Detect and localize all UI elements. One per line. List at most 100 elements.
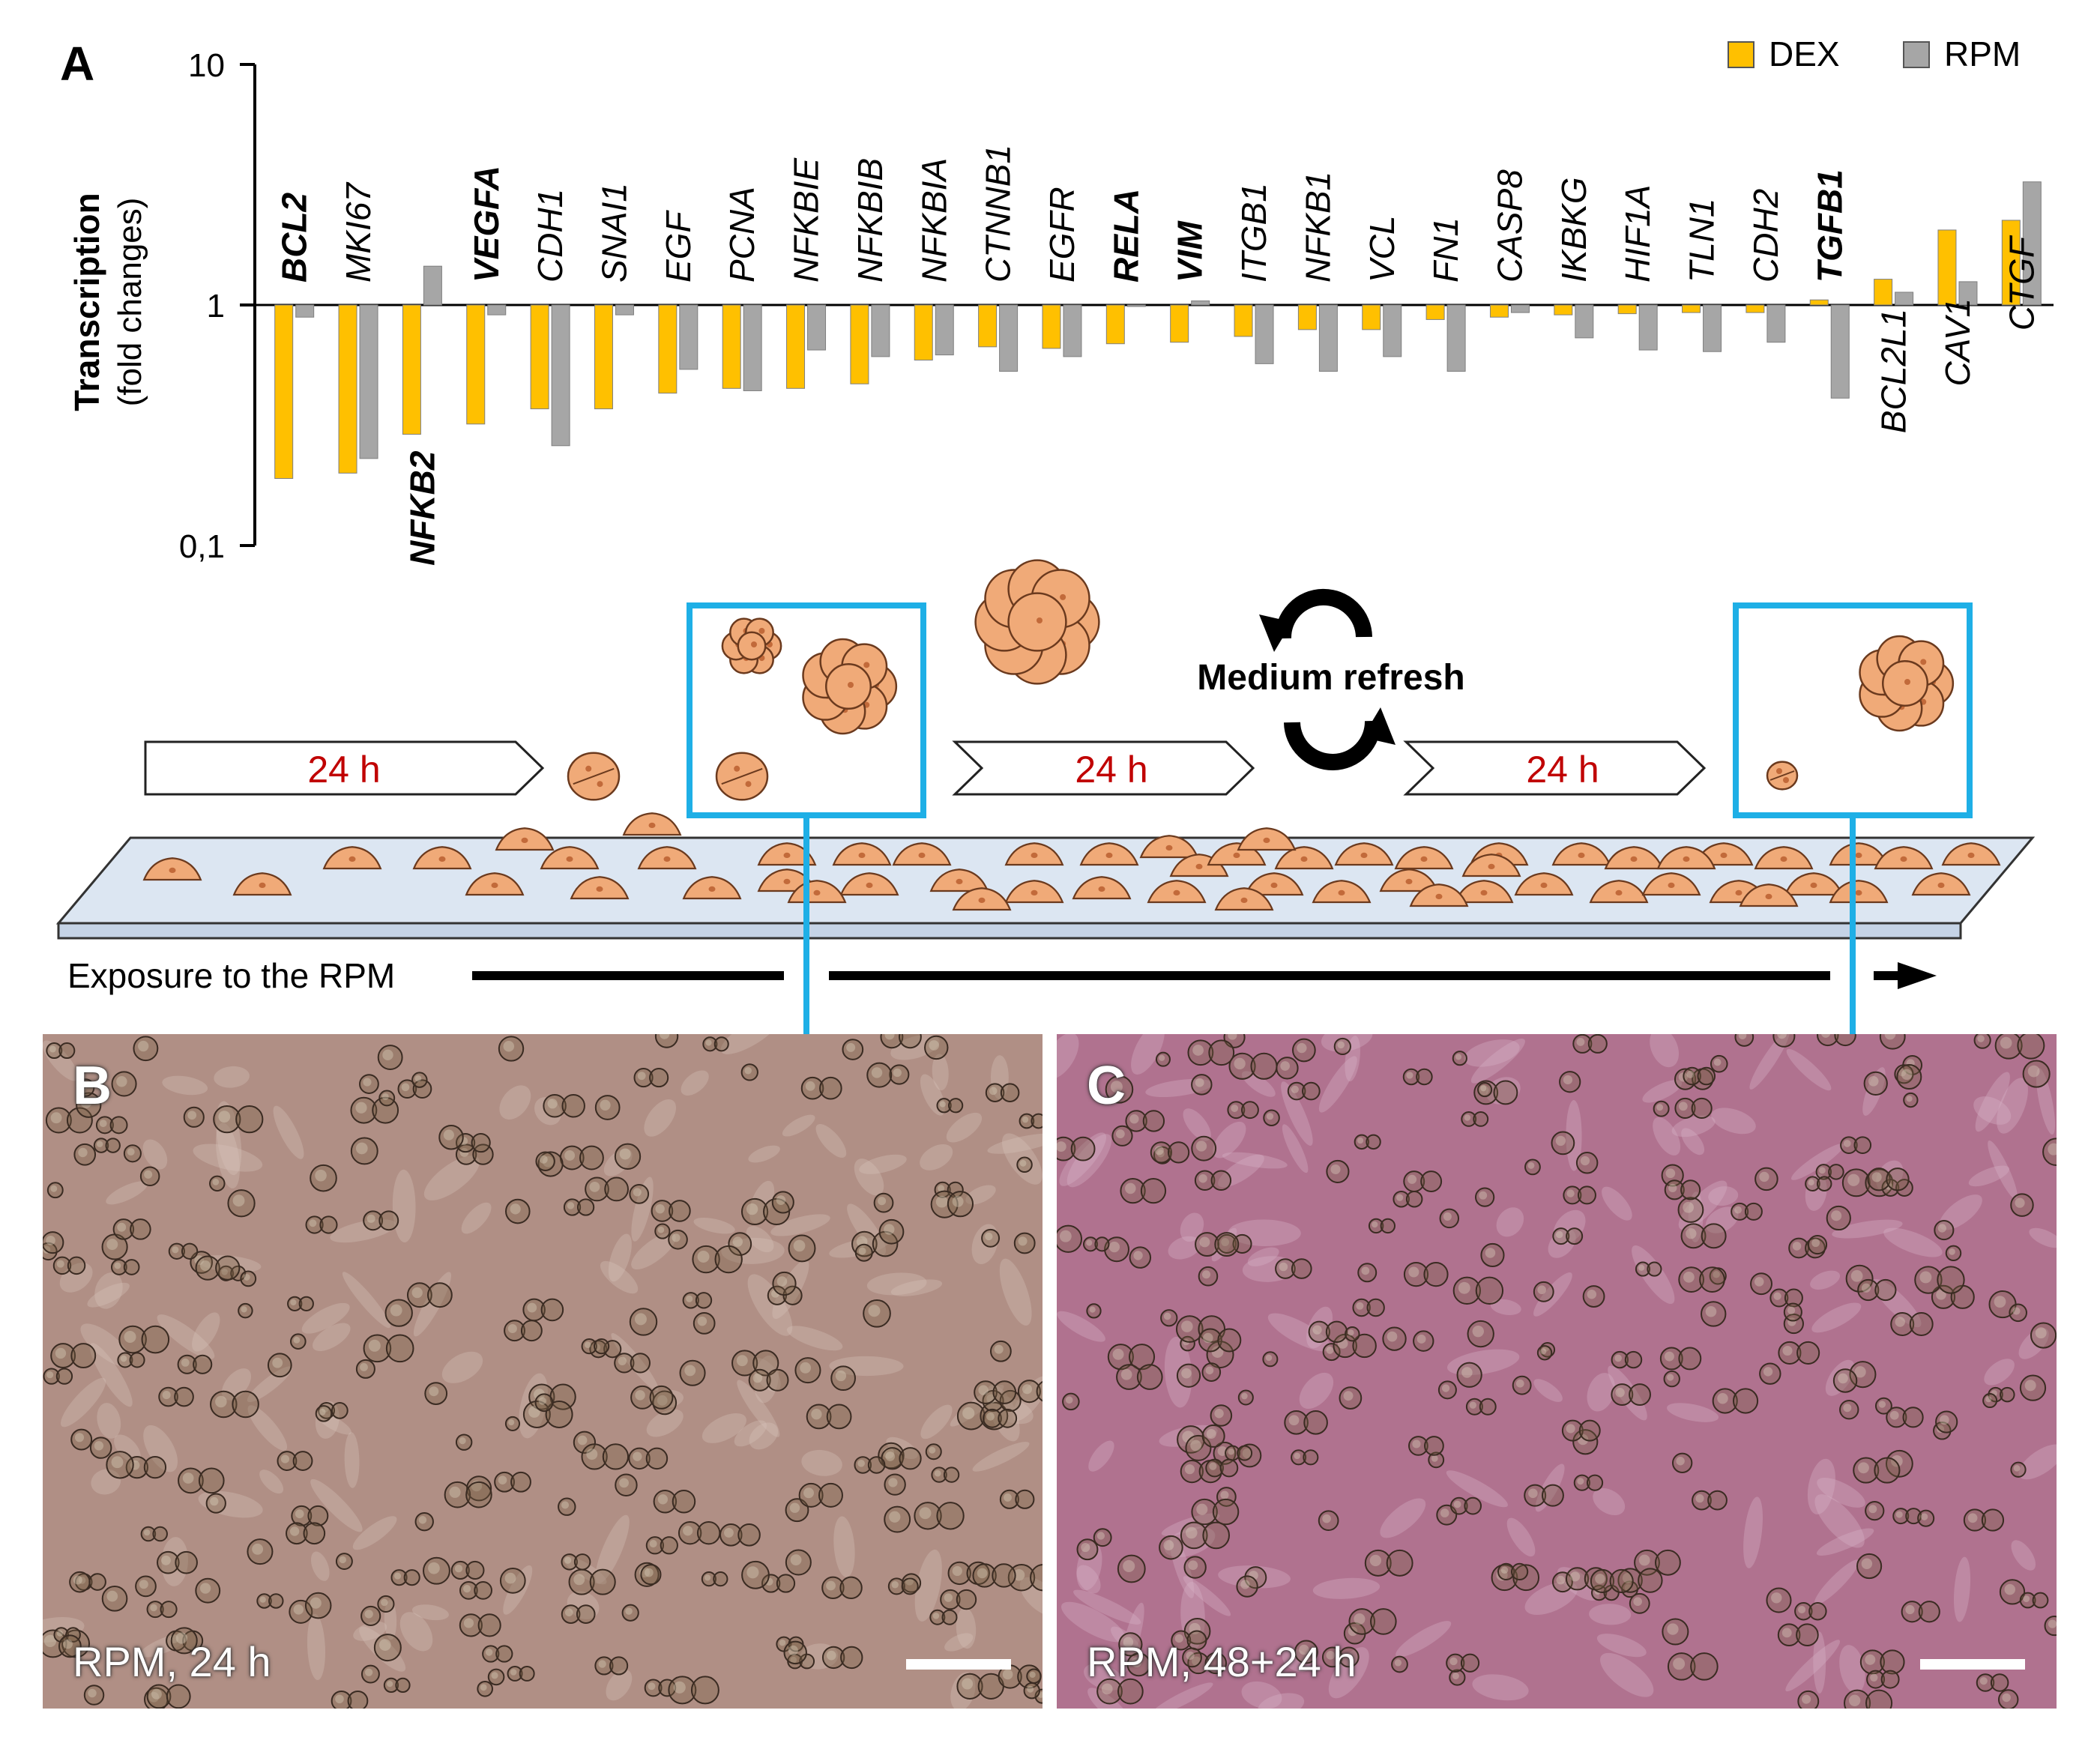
flat-cell — [143, 1425, 178, 1472]
flat-cell — [1814, 1494, 1865, 1548]
flat-cell — [734, 1420, 767, 1447]
flat-cell — [600, 1260, 639, 1294]
flat-cell — [956, 1607, 977, 1649]
adherent-cell — [1334, 842, 1394, 866]
flat-cell — [1997, 1078, 2028, 1134]
round-cell — [771, 1191, 794, 1214]
round-cell — [1617, 1568, 1663, 1593]
round-cell — [629, 1184, 650, 1204]
flat-cell — [461, 1202, 492, 1234]
round-cell — [1945, 1245, 1962, 1262]
bar-dex — [274, 304, 294, 480]
category-label: NFKB1 — [1298, 172, 1337, 283]
round-cell — [74, 1573, 106, 1591]
flat-cell — [1839, 1645, 1865, 1694]
round-cell — [459, 1581, 492, 1600]
round-cell — [1191, 1135, 1217, 1161]
round-cell — [384, 1299, 413, 1327]
round-cell — [110, 1259, 140, 1275]
flat-cell — [1464, 1039, 1520, 1067]
flat-cell — [1566, 1100, 1582, 1171]
round-cell — [821, 1576, 863, 1600]
refresh-arrow-bottom-head — [1363, 707, 1396, 745]
round-cell — [2010, 1193, 2034, 1217]
round-cell — [1839, 1399, 1859, 1420]
round-cell — [277, 1451, 313, 1471]
round-cell — [1129, 1246, 1152, 1269]
round-cell — [1198, 1266, 1219, 1287]
flat-cell — [747, 1274, 793, 1336]
flat-cell — [1650, 1034, 1680, 1068]
category-label: SNAI1 — [594, 183, 633, 283]
flat-cell — [1001, 1133, 1043, 1185]
flat-cell — [193, 1144, 263, 1172]
round-cell — [390, 1569, 420, 1586]
round-cell — [914, 1502, 965, 1530]
flat-cell — [1973, 1096, 2012, 1125]
round-cell — [1611, 1383, 1651, 1406]
round-cell — [884, 1473, 906, 1496]
round-cell — [1524, 1484, 1564, 1507]
round-cell — [291, 1505, 329, 1526]
round-cell — [50, 1343, 97, 1369]
panel-b-letter: B — [73, 1056, 112, 1116]
round-cell — [210, 1390, 259, 1419]
bar-dex — [338, 304, 357, 474]
round-cell — [1817, 1034, 1856, 1047]
round-cell — [1999, 1579, 2026, 1605]
category-label: FN1 — [1426, 217, 1465, 283]
flat-cell — [1975, 1072, 2010, 1132]
category-label: IKBKG — [1554, 177, 1593, 283]
round-cell — [1533, 1281, 1554, 1302]
adherent-cell — [1784, 872, 1844, 896]
flat-cell — [342, 1272, 390, 1329]
flat-cell — [1183, 1576, 1231, 1616]
round-cell — [1216, 1487, 1237, 1507]
flat-cell — [534, 1097, 561, 1126]
bar-dex — [914, 304, 933, 361]
round-cell — [866, 1062, 893, 1088]
panel-c-caption: RPM, 48+24 h — [1087, 1638, 1357, 1685]
flat-cell — [162, 1075, 208, 1096]
round-cell — [783, 1640, 807, 1665]
flat-cell — [815, 1123, 847, 1158]
adherent-cell — [1641, 872, 1701, 896]
round-cell — [581, 1443, 630, 1470]
detached-cell — [1766, 761, 1799, 791]
round-cell — [1667, 1652, 1719, 1681]
bar-dex — [1809, 299, 1829, 306]
round-cell — [1914, 1266, 1965, 1294]
round-cell — [1393, 1190, 1423, 1208]
bar-dex — [1297, 304, 1317, 330]
round-cell — [123, 1144, 142, 1163]
flat-cell — [1632, 1245, 1675, 1305]
bar-rpm — [1318, 304, 1338, 372]
flat-cell — [1705, 1206, 1739, 1233]
flat-cell — [1345, 1036, 1360, 1082]
adherent-cell — [622, 812, 682, 836]
bar-rpm — [871, 304, 890, 357]
round-cell — [1573, 1474, 1604, 1491]
round-cell — [740, 1063, 758, 1081]
round-cell — [76, 1092, 102, 1118]
round-cell — [1582, 1285, 1605, 1308]
flat-cell — [770, 1214, 830, 1236]
flat-cell — [1183, 1108, 1211, 1141]
round-cell — [377, 1045, 403, 1070]
bar-rpm — [551, 304, 570, 447]
round-cell — [654, 1034, 679, 1048]
round-cell — [2030, 1322, 2057, 1349]
round-cell — [573, 1431, 597, 1454]
round-cell — [1206, 1341, 1234, 1369]
round-cell — [209, 1175, 226, 1192]
category-label: CDH1 — [531, 189, 570, 283]
flat-cell — [748, 1145, 780, 1163]
adherent-cell — [637, 846, 697, 870]
round-cell — [213, 1105, 264, 1134]
round-cell — [359, 1074, 379, 1094]
round-cell — [1901, 1601, 1940, 1623]
flat-cell — [1642, 1080, 1683, 1103]
round-cell — [1844, 1689, 1893, 1709]
round-cell — [170, 1627, 198, 1655]
flat-cell — [1120, 1602, 1144, 1675]
